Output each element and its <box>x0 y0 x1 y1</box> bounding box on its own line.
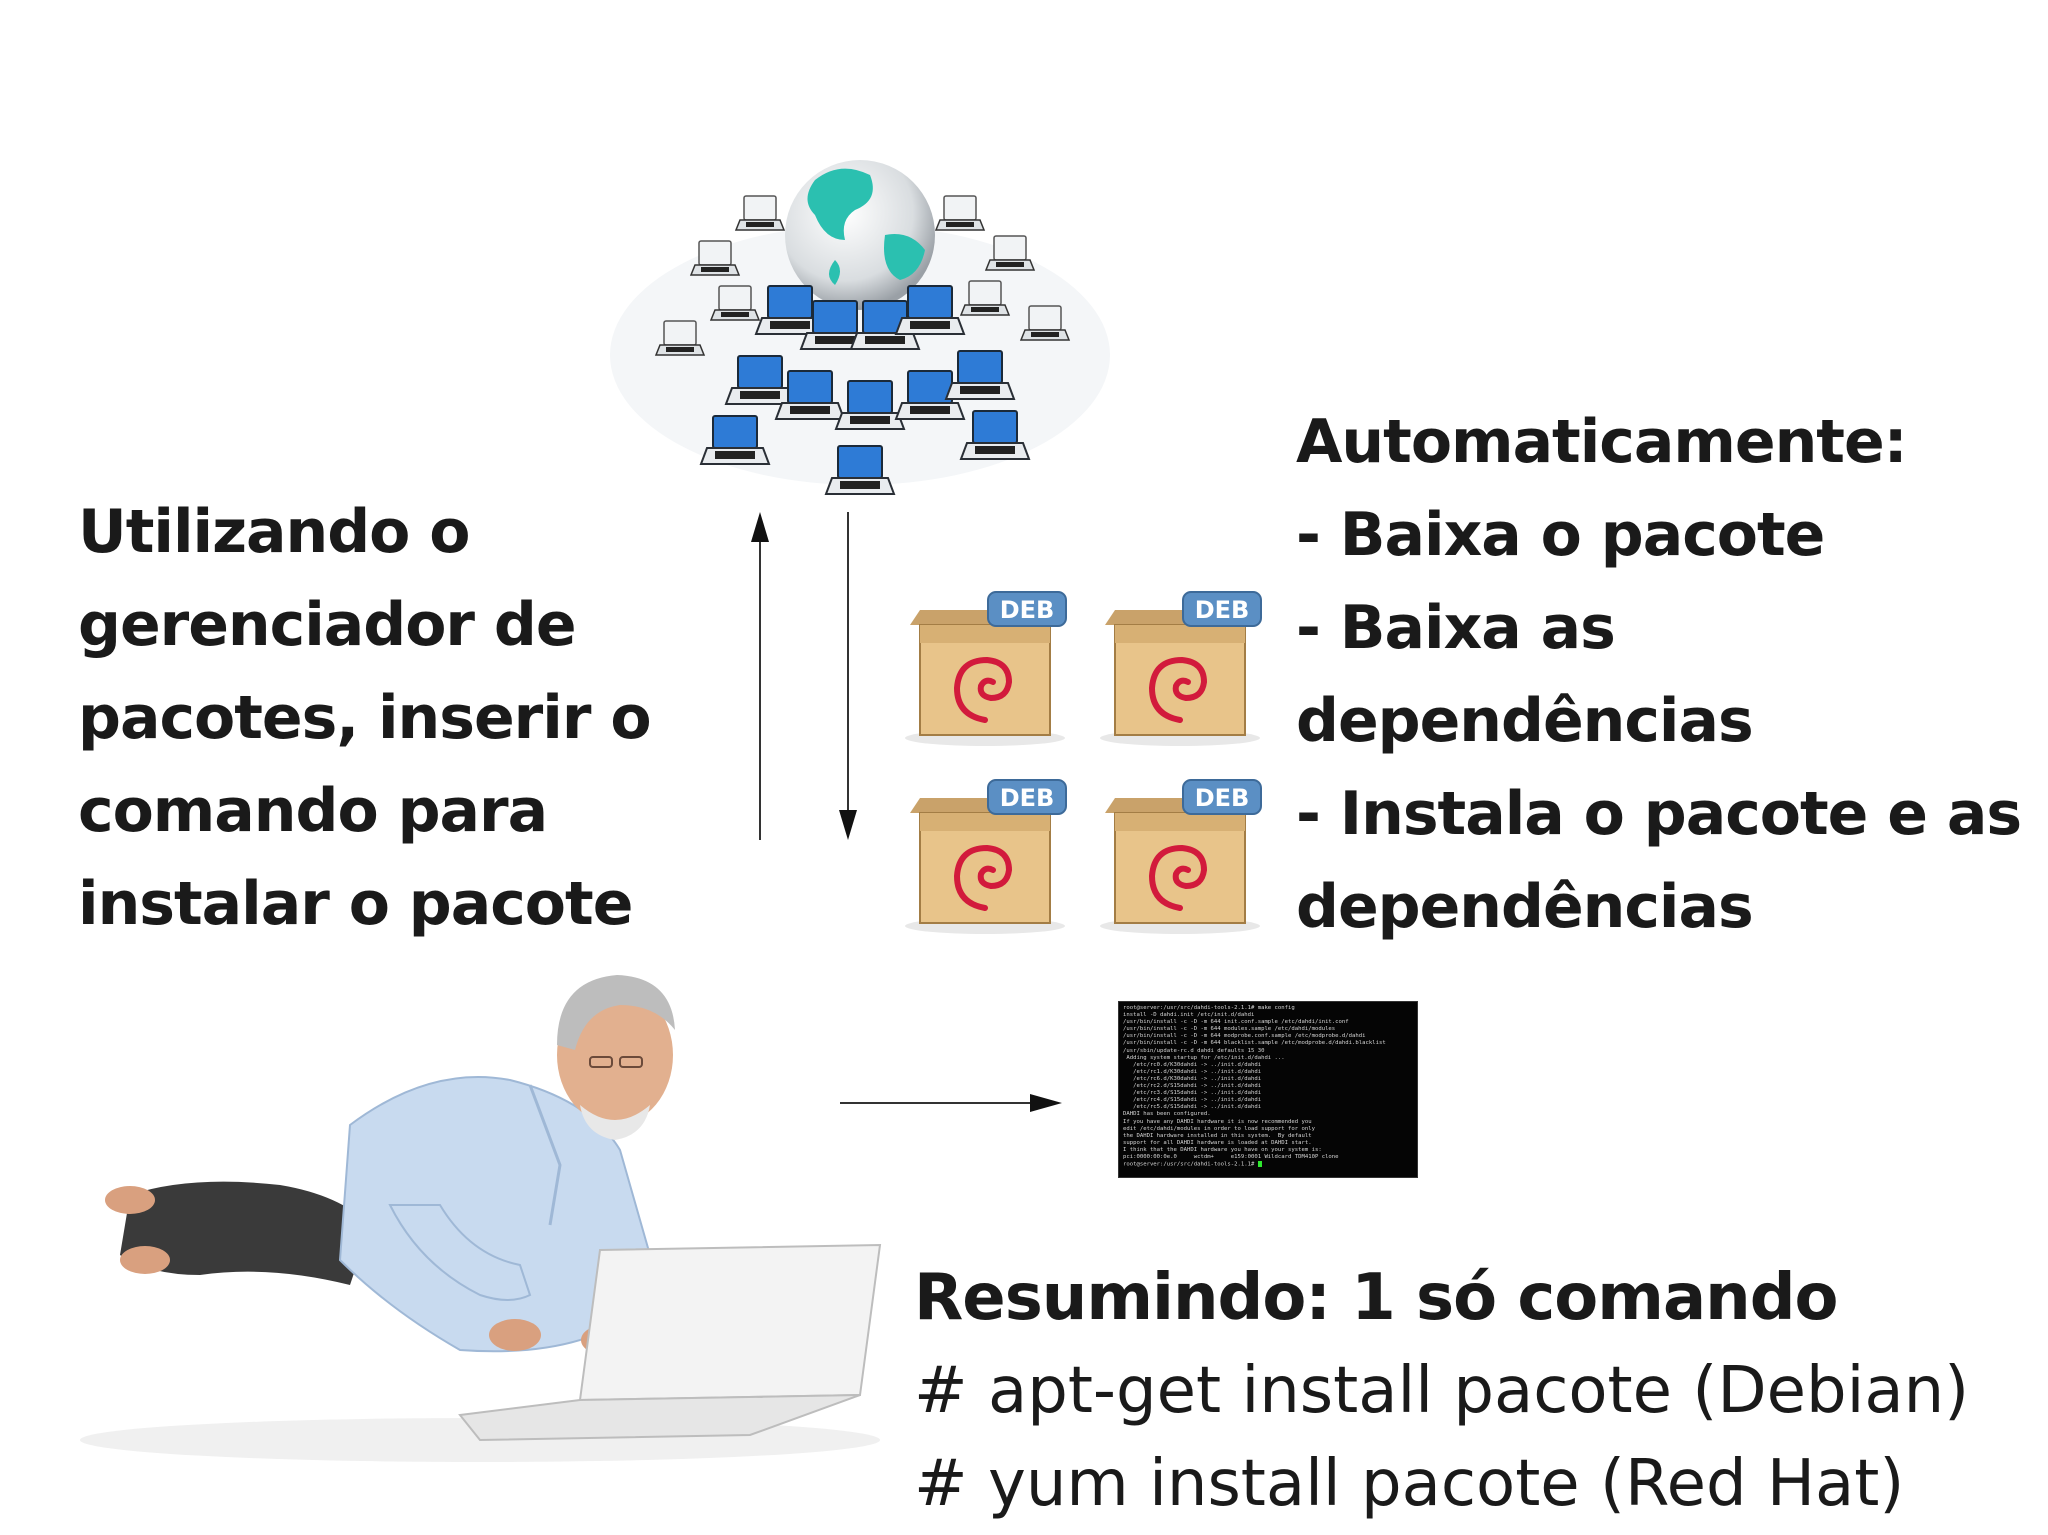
terminal-line: /etc/rc5.d/S15dahdi -> ../init.d/dahdi <box>1123 1104 1262 1111</box>
command-redhat: # yum install pacote (Red Hat) <box>914 1447 1905 1521</box>
step-item: dependências <box>1296 686 1754 756</box>
automatic-steps: Automaticamente: - Baixa o pacote - Baix… <box>1296 396 2036 954</box>
deb-label: DEB <box>1000 784 1055 812</box>
deb-package-icon: DEB <box>1100 779 1262 934</box>
arrow-up <box>751 512 769 840</box>
terminal-line: /usr/sbin/update-rc.d dahdi defaults 15 … <box>1123 1047 1265 1054</box>
terminal-line: I think that the DAHDI hardware you have… <box>1123 1146 1322 1153</box>
summary-block: Resumindo: 1 só comando # apt-get instal… <box>914 1252 2034 1531</box>
terminal-line: /usr/bin/install -c -D -m 644 modprobe.c… <box>1123 1033 1366 1040</box>
terminal-line: /etc/rc2.d/S15dahdi -> ../init.d/dahdi <box>1123 1083 1262 1090</box>
terminal-prompt-line: root@server:/usr/src/dahdi-tools-2.1.1# <box>1123 1161 1413 1169</box>
deb-label: DEB <box>1000 596 1055 624</box>
terminal-line: pci:0000:00:0e.0 wctdm+ e159:0001 Wildca… <box>1123 1153 1339 1160</box>
terminal-line: /etc/rc1.d/K30dahdi -> ../init.d/dahdi <box>1123 1068 1262 1075</box>
terminal-line: support for all DAHDI hardware is loaded… <box>1123 1139 1312 1146</box>
step-item: dependências <box>1296 872 1754 942</box>
deb-package-icon: DEB <box>905 779 1067 934</box>
network-globe-illustration <box>610 160 1110 495</box>
terminal-line: install -D dahdi.init /etc/init.d/dahdi <box>1123 1012 1255 1019</box>
instruction-line: gerenciador de <box>78 590 577 660</box>
terminal-cursor <box>1257 1161 1262 1168</box>
terminal-line: Adding system startup for /etc/init.d/da… <box>1123 1054 1285 1061</box>
terminal-line: the DAHDI hardware installed in this sys… <box>1123 1132 1312 1139</box>
deb-package-icon: DEB <box>1100 591 1262 746</box>
arrow-down <box>839 512 857 840</box>
terminal-line: root@server:/usr/src/dahdi-tools-2.1.1# … <box>1123 1005 1295 1011</box>
deb-package-icon: DEB <box>905 591 1067 746</box>
terminal-line: /usr/bin/install -c -D -m 644 init.conf.… <box>1123 1019 1349 1026</box>
instruction-line: instalar o pacote <box>78 869 633 939</box>
terminal-line: DAHDI has been configured. <box>1123 1111 1211 1118</box>
instruction-text: Utilizando o gerenciador de pacotes, ins… <box>78 486 652 951</box>
person-with-laptop-photo <box>80 975 882 1462</box>
terminal-line: If you have any DAHDI hardware it is now… <box>1123 1118 1312 1125</box>
deb-label: DEB <box>1195 596 1250 624</box>
terminal-line: /etc/rc6.d/K30dahdi -> ../init.d/dahdi <box>1123 1075 1262 1082</box>
command-debian: # apt-get install pacote (Debian) <box>914 1354 1970 1428</box>
step-item: - Baixa o pacote <box>1296 500 1825 570</box>
summary-heading: Resumindo: 1 só comando <box>914 1261 1838 1335</box>
terminal-line: /usr/bin/install -c -D -m 644 blacklist.… <box>1123 1040 1386 1047</box>
step-item: - Baixa as <box>1296 593 1616 663</box>
terminal-line: /etc/rc0.d/K30dahdi -> ../init.d/dahdi <box>1123 1061 1262 1068</box>
terminal-line: /etc/rc3.d/S15dahdi -> ../init.d/dahdi <box>1123 1090 1262 1097</box>
steps-heading: Automaticamente: <box>1296 407 1908 477</box>
terminal-prompt: root@server:/usr/src/dahdi-tools-2.1.1# <box>1123 1161 1258 1168</box>
deb-label: DEB <box>1195 784 1250 812</box>
step-item: - Instala o pacote e as <box>1296 779 2022 849</box>
instruction-line: comando para <box>78 776 548 846</box>
instruction-line: Utilizando o <box>78 497 471 567</box>
terminal-line: edit /etc/dahdi/modules in order to load… <box>1123 1125 1315 1132</box>
terminal-line: /usr/bin/install -c -D -m 644 modules.sa… <box>1123 1026 1336 1033</box>
terminal-screenshot: root@server:/usr/src/dahdi-tools-2.1.1# … <box>1118 1001 1418 1178</box>
instruction-line: pacotes, inserir o <box>78 683 652 753</box>
terminal-line: /etc/rc4.d/S15dahdi -> ../init.d/dahdi <box>1123 1097 1262 1104</box>
